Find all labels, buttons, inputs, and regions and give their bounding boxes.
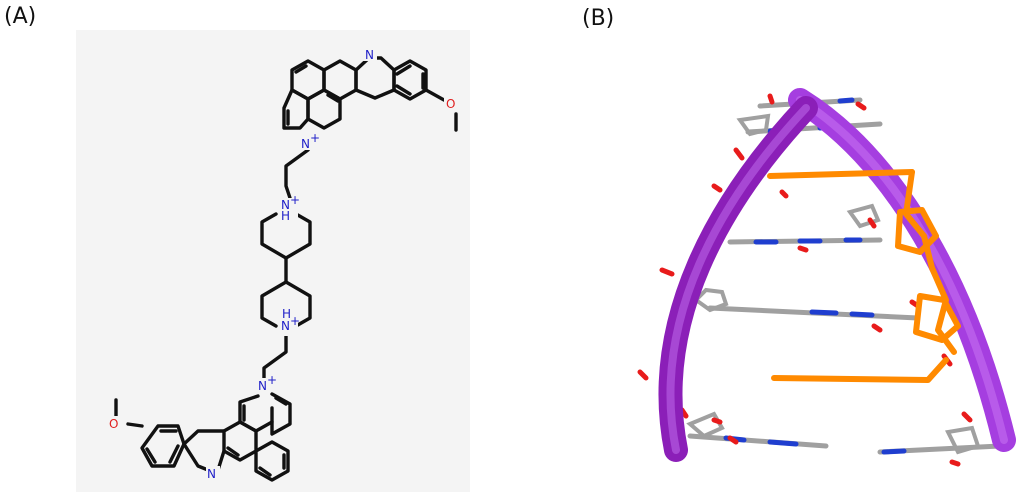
ligand-top-plane <box>767 169 915 179</box>
charge-plus-piperidine-bottom: + <box>290 314 300 328</box>
atom-n-indole-top: N <box>365 48 374 62</box>
bottom-left-benzene-inner <box>145 429 180 464</box>
top-pyridinium-ring-2 <box>282 88 310 130</box>
top-pyrrole-ring <box>354 56 396 100</box>
ligand-ring-bottom <box>913 293 961 343</box>
bottom-pyridinium-ring-2 <box>270 392 292 436</box>
dna-backbone-strand-2-shade <box>796 96 1008 444</box>
base-pair-4-n <box>809 309 875 318</box>
charge-plus-top: + <box>310 131 320 145</box>
dna-backbone-strand-1-highlight <box>666 104 810 454</box>
bottom-pyrrole-ring <box>182 429 226 472</box>
bottom-pyridine-inner <box>242 396 288 422</box>
base-pair-5 <box>687 433 829 449</box>
atom-n-piperidinium-bottom: N <box>281 319 290 333</box>
structure-bonds <box>114 56 458 482</box>
base-pair-3-n <box>753 237 863 245</box>
sugar-ring-1 <box>736 113 771 137</box>
atom-labels: N O N + N + H N + H N + O N <box>106 47 458 481</box>
bottom-piperidine-ring <box>260 280 312 328</box>
oxygen-atoms <box>637 93 973 467</box>
atom-o-top: O <box>446 97 455 111</box>
bottom-left-benzene-ring <box>140 424 186 468</box>
charge-plus-piperidine-top: + <box>290 193 300 207</box>
atom-o-bottom: O <box>109 417 118 431</box>
top-inner-doubles <box>286 64 340 126</box>
bottom-ethyl-linker <box>262 334 288 380</box>
atom-n-pyridinium-top: N <box>301 137 310 151</box>
ligand-ring-top <box>895 207 939 255</box>
top-pyridinium-ring <box>306 88 342 130</box>
base-pair-6-n <box>881 448 907 455</box>
bottom-middle-ring <box>222 420 258 462</box>
ligand-molecule <box>767 169 961 383</box>
sugar-ring-2 <box>692 287 729 313</box>
dna-backbone-strand-2 <box>788 88 1016 452</box>
charge-plus-bottom: + <box>267 373 277 387</box>
atom-n-piperidinium-top: N <box>281 198 290 212</box>
sugar-ring-3 <box>686 411 725 439</box>
panel-label-b: (B) <box>582 6 615 31</box>
bottom-right-ring <box>254 440 290 482</box>
top-ethyl-linker <box>284 148 310 200</box>
bottom-inner-doubles <box>226 446 286 477</box>
panel-label-a: (A) <box>4 4 37 29</box>
atom-n-indole-bottom: N <box>207 467 216 481</box>
chemical-structure-diagram: N O N + N + H N + H N + O N <box>106 47 458 482</box>
atom-h-top: H <box>281 209 290 223</box>
bottom-methoxy-bond <box>114 398 144 428</box>
top-right-benzene-inner <box>395 64 425 96</box>
dna-ligand-complex-3d <box>637 88 1016 467</box>
ligand-bottom-plane <box>771 357 949 383</box>
sugar-ring-4 <box>945 425 981 455</box>
atom-h-bottom: H <box>282 307 291 321</box>
sugar-ring-5 <box>846 203 881 229</box>
atom-n-pyridinium-bottom: N <box>258 379 267 393</box>
top-methoxy-bond <box>424 88 458 132</box>
